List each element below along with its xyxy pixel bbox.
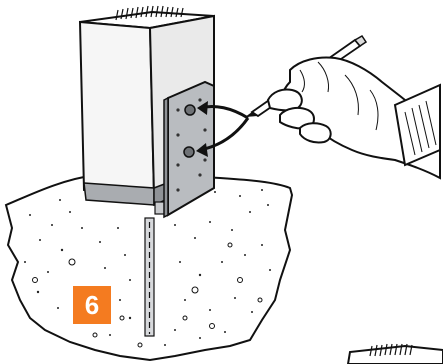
next-step-post-preview: [348, 344, 443, 364]
anchor-rod: [145, 218, 154, 336]
step-number-badge: 6: [73, 286, 111, 324]
upper-bolt-hole: [185, 105, 195, 115]
lower-bolt-hole: [184, 147, 194, 157]
